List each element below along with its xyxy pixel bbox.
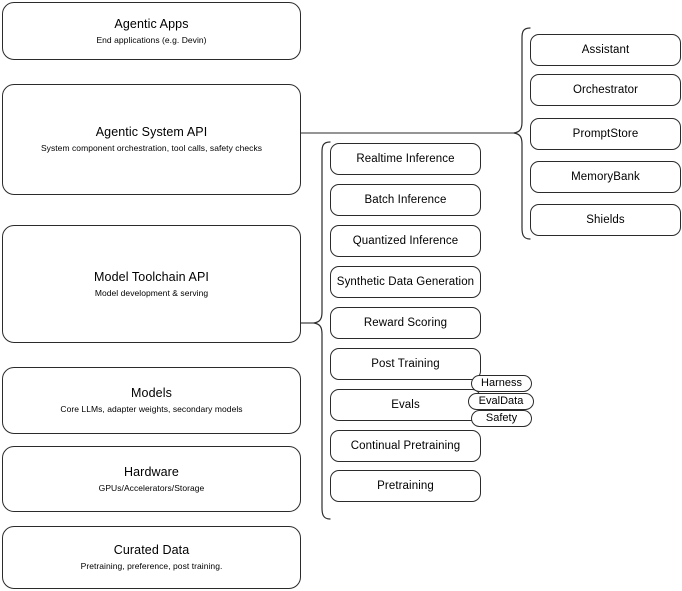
capability-pretraining[interactable]: Pretraining — [330, 470, 481, 502]
layer-box-curated-data[interactable]: Curated Data Pretraining, preference, po… — [2, 526, 301, 589]
layer-box-hardware[interactable]: Hardware GPUs/Accelerators/Storage — [2, 446, 301, 512]
capability-continual-pretraining[interactable]: Continual Pretraining — [330, 430, 481, 462]
connector-toolchain-to-capabilities — [300, 316, 316, 330]
eval-subcomponent-evaldata[interactable]: EvalData — [468, 393, 534, 410]
system-component-memorybank[interactable]: MemoryBank — [530, 161, 681, 193]
layer-box-agentic-apps[interactable]: Agentic Apps End applications (e.g. Devi… — [2, 2, 301, 60]
layer-title: Models — [131, 386, 172, 400]
layer-title: Model Toolchain API — [94, 269, 209, 284]
system-component-assistant[interactable]: Assistant — [530, 34, 681, 66]
system-component-shields[interactable]: Shields — [530, 204, 681, 236]
layer-subtitle: System component orchestration, tool cal… — [40, 143, 263, 153]
layer-title: Curated Data — [113, 543, 190, 557]
capability-synthetic-data-generation[interactable]: Synthetic Data Generation — [330, 266, 481, 298]
layer-box-models[interactable]: Models Core LLMs, adapter weights, secon… — [2, 367, 301, 434]
layer-box-agentic-system-api[interactable]: Agentic System API System component orch… — [2, 84, 301, 195]
eval-subcomponent-safety[interactable]: Safety — [471, 410, 532, 427]
layer-subtitle: Pretraining, preference, post training. — [80, 561, 223, 571]
system-component-promptstore[interactable]: PromptStore — [530, 118, 681, 150]
layer-subtitle: End applications (e.g. Devin) — [96, 34, 207, 45]
layer-title: Hardware — [124, 464, 179, 479]
layer-title: Agentic System API — [95, 125, 208, 139]
capability-realtime-inference[interactable]: Realtime Inference — [330, 143, 481, 175]
capability-evals[interactable]: Evals — [330, 389, 481, 421]
capability-reward-scoring[interactable]: Reward Scoring — [330, 307, 481, 339]
system-component-orchestrator[interactable]: Orchestrator — [530, 74, 681, 106]
connector-system-api-to-components — [300, 125, 522, 141]
layer-subtitle: Model development & serving — [94, 287, 209, 298]
layer-title: Agentic Apps — [114, 16, 189, 31]
eval-subcomponent-harness[interactable]: Harness — [471, 375, 532, 392]
capability-quantized-inference[interactable]: Quantized Inference — [330, 225, 481, 257]
layer-box-model-toolchain-api[interactable]: Model Toolchain API Model development & … — [2, 225, 301, 343]
layer-subtitle: Core LLMs, adapter weights, secondary mo… — [60, 404, 243, 414]
layer-subtitle: GPUs/Accelerators/Storage — [98, 482, 205, 493]
capability-post-training[interactable]: Post Training — [330, 348, 481, 380]
capability-batch-inference[interactable]: Batch Inference — [330, 184, 481, 216]
